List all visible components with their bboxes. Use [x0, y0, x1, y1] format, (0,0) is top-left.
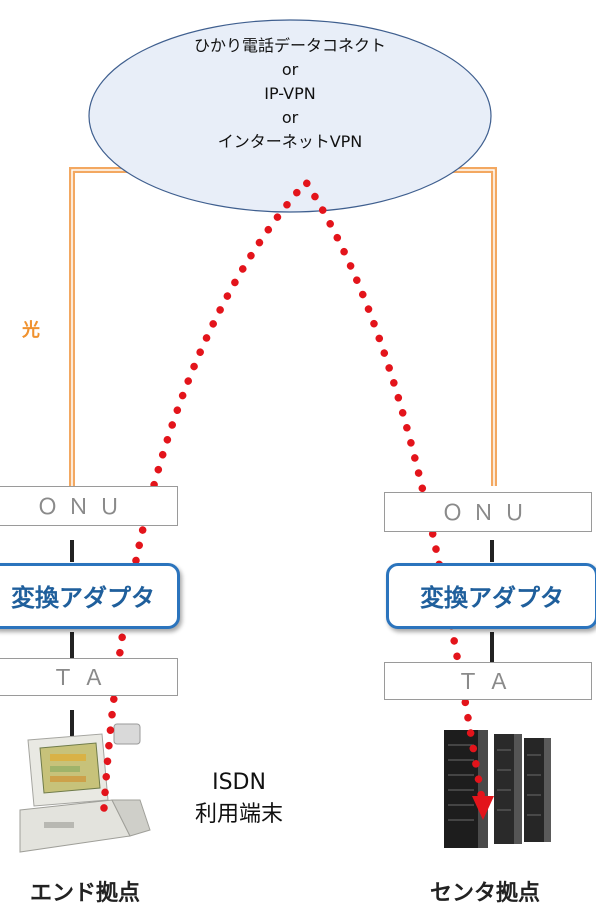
pos-terminal-icon [19, 723, 151, 853]
end-site-label: エンド拠点 [30, 881, 141, 906]
cloud-line-1: ひかり電話データコネクト [193, 36, 386, 55]
left-onu-box: ＯＮＵ [0, 486, 178, 526]
optical-fiber-lines [69, 167, 497, 486]
optical-label: 光 [22, 320, 40, 341]
right-onu-box: ＯＮＵ [384, 492, 592, 532]
network-cloud-label: ひかり電話データコネクト or IP-VPN or インターネットVPN [90, 34, 490, 154]
cloud-line-2: or [281, 60, 299, 79]
center-site-label: センタ拠点 [430, 881, 541, 906]
isdn-label-line-1: ISDN [212, 770, 266, 795]
right-ta-box: ＴＡ [384, 662, 592, 700]
cloud-line-4: or [281, 108, 299, 127]
right-converter-adapter: 変換アダプタ [386, 563, 596, 629]
network-cloud [88, 19, 492, 213]
left-converter-adapter: 変換アダプタ [0, 563, 180, 629]
server-rack-icon [444, 730, 551, 848]
left-ta-box: ＴＡ [0, 658, 178, 696]
cloud-line-3: IP-VPN [264, 84, 316, 103]
cloud-line-5: インターネットVPN [217, 132, 363, 151]
isdn-terminal-label: ISDN 利用端末 [195, 767, 283, 831]
isdn-label-line-2: 利用端末 [195, 802, 284, 827]
device-connection-lines [70, 540, 494, 736]
